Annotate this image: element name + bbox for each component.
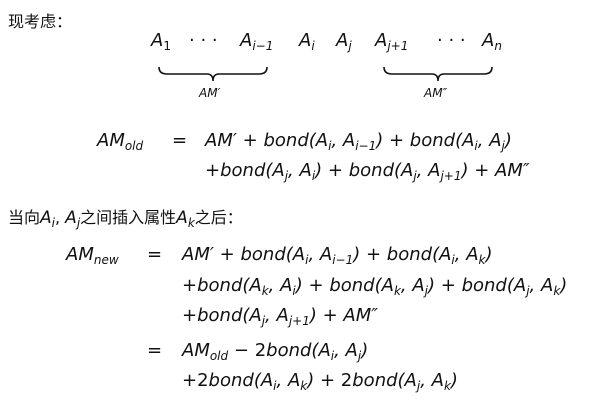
am-new-line-3: +bond(Aj, Aj+1) + AM″ — [182, 305, 378, 328]
am-new-line-2: +bond(Ak, Ai) + bond(Ak, Aj) + bond(Aj, … — [182, 275, 568, 298]
am-new-line-5: +2bond(Ai, Ak) + 2bond(Aj, Ak) — [182, 370, 458, 393]
am-old-line-1: AM′ + bond(Ai, Ai−1) + bond(Ai, Aj) — [205, 130, 512, 153]
left-underbrace — [158, 66, 268, 82]
seq-a1: A1 — [151, 30, 171, 53]
am-new-equals-2: = — [147, 340, 163, 361]
am-old-lhs: AMold — [97, 130, 144, 153]
seq-aj-plus-1: Aj+1 — [375, 30, 409, 53]
seq-ai: Ai — [299, 30, 315, 53]
seq-dots-left: · · · — [189, 30, 218, 51]
seq-ai-minus-1: Ai−1 — [240, 30, 274, 53]
seq-dots-right: · · · — [437, 30, 466, 51]
am-new-line-1: AM′ + bond(Ai, Ai−1) + bond(Ai, Ak) — [182, 244, 493, 267]
insert-label: 当向Ai, Aj之间插入属性Ak之后： — [8, 208, 243, 230]
am-new-equals-1: = — [147, 244, 163, 265]
seq-aj: Aj — [336, 30, 352, 53]
am-new-lhs: AMnew — [66, 244, 119, 267]
am-old-line-2: +bond(Aj, Ai) + bond(Aj, Aj+1) + AM″ — [205, 160, 530, 183]
right-underbrace — [383, 66, 493, 82]
am-new-line-4: AMold − 2bond(Ai, Aj) — [182, 340, 369, 363]
am-old-equals: = — [172, 130, 188, 151]
intro-label: 现考虑： — [8, 12, 73, 31]
right-brace-label: AM″ — [424, 86, 448, 100]
seq-an: An — [482, 30, 502, 53]
left-brace-label: AM′ — [199, 86, 221, 100]
